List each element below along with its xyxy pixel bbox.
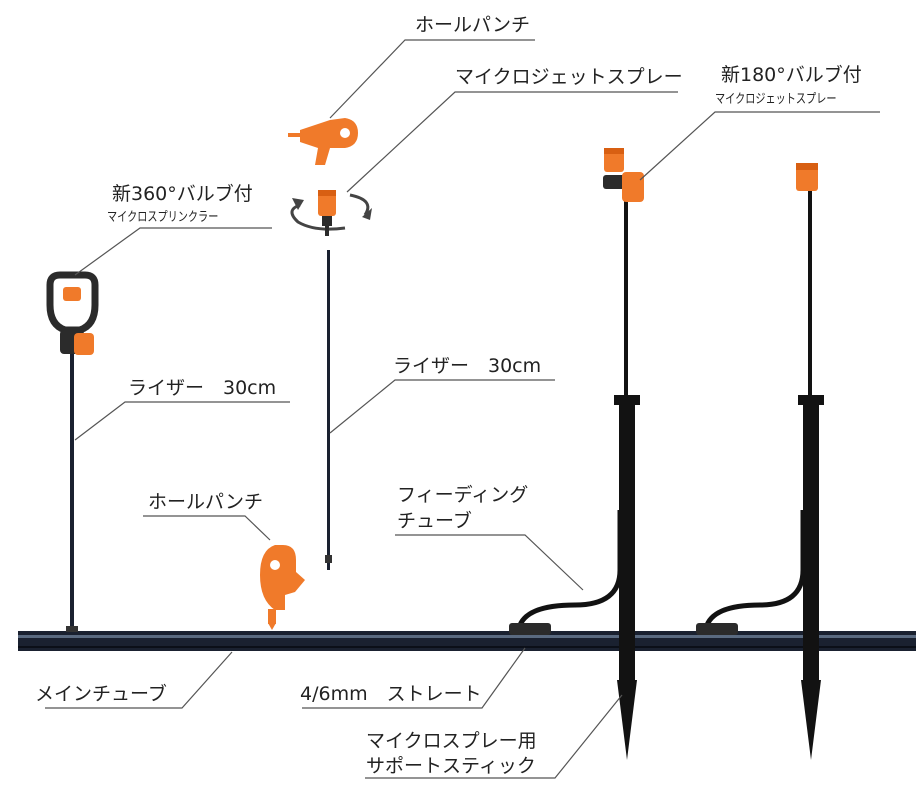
support-stick-center xyxy=(509,148,644,760)
label-hole-punch-top: ホールパンチ xyxy=(415,14,530,36)
main-tube xyxy=(18,631,916,651)
leader-support-stick xyxy=(365,694,623,779)
label-new-180-line2: マイクロジェットスプレー xyxy=(715,92,837,107)
leader-new-360 xyxy=(74,227,272,276)
left-sprinkler-assembly xyxy=(46,271,99,633)
label-new-360-line1: 新360°バルブ付 xyxy=(112,183,253,205)
leader-lines xyxy=(45,39,880,779)
leader-straight xyxy=(302,647,526,709)
label-straight: 4/6mm ストレート xyxy=(300,683,482,705)
leader-feeding-tube xyxy=(395,534,584,591)
label-microjet-spray: マイクロジェットスプレー xyxy=(455,66,683,88)
leader-hole-punch-bottom xyxy=(143,515,271,541)
microjet-spray-head xyxy=(290,190,372,236)
label-support-stick-line2: サポートスティック xyxy=(366,755,536,777)
label-feeding-tube-line2: チューブ xyxy=(397,510,472,532)
label-feeding-tube-line1: フィーディング xyxy=(397,484,529,506)
leader-microjet-spray xyxy=(346,91,678,193)
label-main-tube: メインチューブ xyxy=(35,683,167,705)
support-stick-right xyxy=(696,163,824,760)
label-riser-left: ライザー 30cm xyxy=(128,377,277,399)
hole-punch-bottom xyxy=(260,545,305,630)
label-riser-center: ライザー 30cm xyxy=(393,355,542,377)
leader-riser-center xyxy=(329,379,555,434)
leader-riser-left xyxy=(74,401,290,441)
center-riser xyxy=(325,250,332,570)
label-support-stick-line1: マイクロスプレー用 xyxy=(366,730,537,752)
label-hole-punch-bottom: ホールパンチ xyxy=(148,491,263,513)
leader-hole-punch-top xyxy=(329,39,535,119)
hole-punch-top xyxy=(288,118,358,165)
label-new-360-line2: マイクロスプリンクラー xyxy=(107,210,219,225)
label-new-180-line1: 新180°バルブ付 xyxy=(721,64,862,86)
leader-new-180 xyxy=(639,111,880,181)
leader-main-tube xyxy=(45,651,233,709)
